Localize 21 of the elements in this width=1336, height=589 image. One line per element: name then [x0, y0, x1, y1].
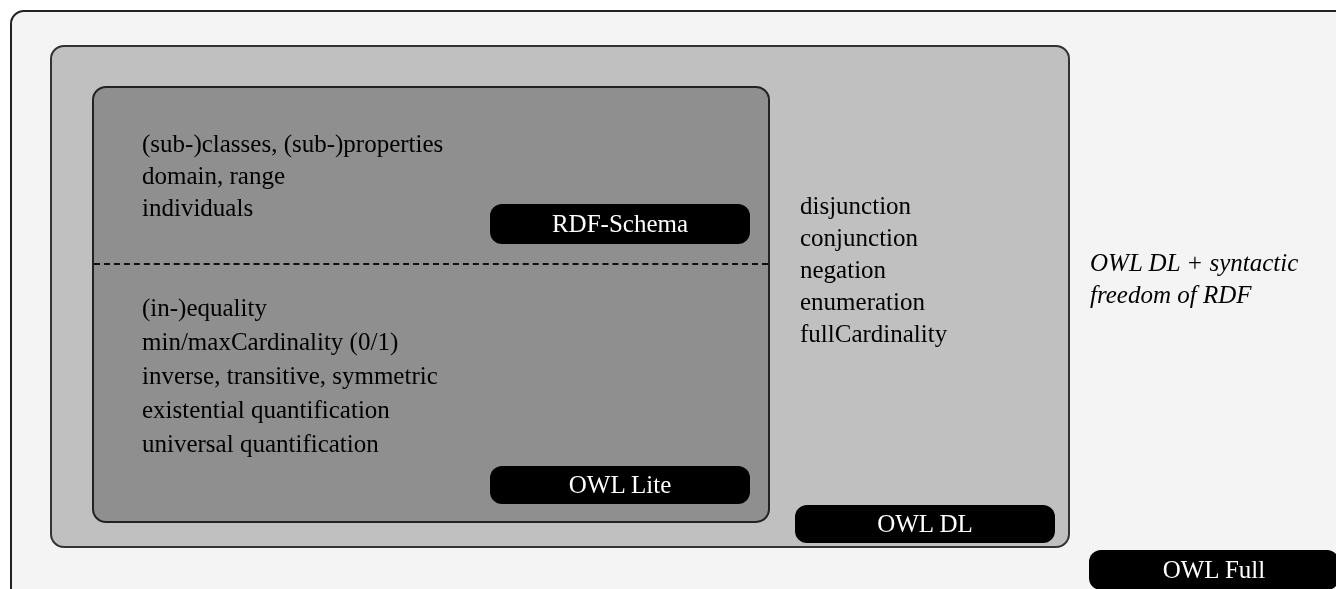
owl-dl-region [50, 45, 1070, 548]
feature-text: (in-)equality [142, 293, 268, 324]
feature-text: individuals [142, 193, 255, 223]
feature-text: negation [800, 255, 888, 285]
feature-text: OWL DL + syntactic freedom of RDF [1090, 248, 1300, 310]
owl-dl-tag: OWL DL [795, 505, 1055, 543]
owl-full-tag: OWL Full [1089, 550, 1336, 589]
owl-full-region [10, 10, 1336, 589]
feature-text: min/maxCardinality (0/1) [142, 327, 400, 358]
feature-text: universal quantification [142, 429, 380, 459]
feature-text: enumeration [800, 287, 926, 317]
feature-text: (sub-)classes, (sub-)properties [142, 129, 445, 160]
owl-lite-region [92, 86, 770, 523]
feature-text: conjunction [800, 223, 920, 253]
owl-lite-tag: OWL Lite [490, 466, 750, 504]
feature-text: domain, range [142, 161, 286, 191]
feature-text: existential quantification [142, 395, 391, 425]
feature-text: inverse, transitive, symmetric [142, 361, 439, 391]
rdf-schema-tag: RDF-Schema [490, 204, 750, 244]
feature-text: disjunction [800, 191, 913, 221]
feature-text: fullCardinality [800, 319, 949, 349]
